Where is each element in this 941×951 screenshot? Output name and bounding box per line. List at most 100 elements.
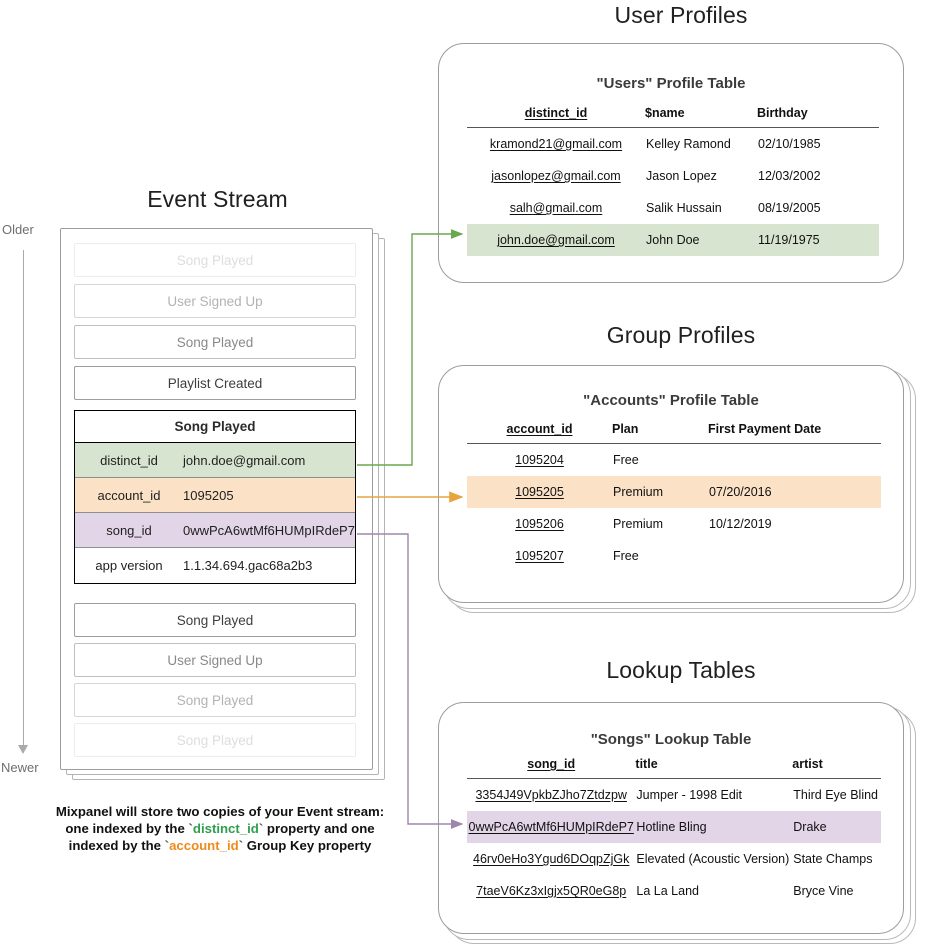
lookup-tables-title: Lookup Tables bbox=[606, 657, 756, 683]
event-item[interactable]: Song Played bbox=[74, 683, 356, 717]
table-row-highlighted[interactable]: john.doe@gmail.com John Doe 11/19/1975 bbox=[467, 224, 879, 256]
cell-name: John Doe bbox=[645, 224, 757, 256]
event-stream-card: Song Played User Signed Up Song Played P… bbox=[60, 228, 373, 770]
songs-table-card-stack: "Songs" Lookup Table song_id title artis… bbox=[438, 702, 916, 950]
axis-label-older: Older bbox=[2, 222, 34, 237]
cell-title: Jumper - 1998 Edit bbox=[636, 788, 743, 802]
event-property-row: app version 1.1.34.694.gac68a2b3 bbox=[75, 548, 355, 583]
cell-title: Hotline Bling bbox=[635, 811, 793, 843]
table-row[interactable]: salh@gmail.com Salik Hussain 08/19/2005 bbox=[467, 192, 879, 224]
event-stream-panel: Song Played User Signed Up Song Played P… bbox=[60, 228, 385, 780]
time-axis-line bbox=[23, 250, 24, 750]
cell-account-id: 1095205 bbox=[467, 476, 612, 508]
cell-distinct-id: john.doe@gmail.com bbox=[467, 224, 645, 256]
caption-line-3-b: Group Key property bbox=[243, 838, 372, 853]
cell-account-id: 1095206 bbox=[515, 517, 564, 531]
table-row-highlighted[interactable]: 0wwPcA6wtMf6HUMpIRdeP7 Hotline Bling Dra… bbox=[467, 811, 881, 843]
users-table-card-stack: "Users" Profile Table distinct_id $name … bbox=[438, 43, 908, 288]
property-value: 1.1.34.694.gac68a2b3 bbox=[183, 558, 313, 573]
event-item[interactable]: Song Played bbox=[74, 243, 356, 277]
table-row-highlighted[interactable]: 1095205 Premium 07/20/2016 bbox=[467, 476, 881, 508]
cell-birthday: 11/19/1975 bbox=[757, 224, 879, 256]
event-item[interactable]: Playlist Created bbox=[74, 366, 356, 400]
cell-song-id: 7taeV6Kz3xIgjx5QR0eG8p bbox=[476, 884, 627, 898]
cell-artist: State Champs bbox=[793, 852, 873, 866]
accounts-table-card: "Accounts" Profile Table account_id Plan… bbox=[438, 365, 904, 603]
caption-line-2: one indexed by the `distinct_id` propert… bbox=[65, 821, 375, 836]
users-table: distinct_id $name Birthday kramond21@gma… bbox=[467, 106, 879, 256]
column-header-plan: Plan bbox=[612, 422, 639, 436]
songs-table-header-row: song_id title artist bbox=[467, 757, 881, 779]
event-item[interactable]: Song Played bbox=[74, 325, 356, 359]
table-row[interactable]: 46rv0eHo3Ygud6DOqpZjGk Elevated (Acousti… bbox=[467, 843, 881, 875]
stream-caption: Mixpanel will store two copies of your E… bbox=[40, 803, 400, 854]
cell-name: Salik Hussain bbox=[646, 201, 722, 215]
cell-artist: Third Eye Blind bbox=[793, 788, 879, 802]
event-item[interactable]: Song Played bbox=[74, 603, 356, 637]
expanded-event-card[interactable]: Song Played distinct_id john.doe@gmail.c… bbox=[74, 410, 356, 584]
songs-table-title: "Songs" Lookup Table bbox=[590, 731, 752, 748]
caption-line-1: Mixpanel will store two copies of your E… bbox=[55, 804, 385, 819]
property-key: distinct_id bbox=[100, 452, 158, 468]
column-header-song-id: song_id bbox=[527, 757, 576, 771]
users-table-card: "Users" Profile Table distinct_id $name … bbox=[438, 43, 904, 283]
cell-title: Elevated (Acoustic Version) bbox=[636, 852, 790, 866]
cell-plan: Free bbox=[613, 549, 639, 563]
caption-line-2-b: property and one bbox=[263, 821, 375, 836]
cell-first-payment-date bbox=[708, 444, 881, 477]
property-value: 0wwPcA6wtMf6HUMpIRdeP7 bbox=[183, 522, 355, 538]
caption-line-3-a: indexed by the bbox=[68, 838, 165, 853]
table-row[interactable]: 1095207 Free bbox=[467, 540, 881, 572]
property-value: john.doe@gmail.com bbox=[183, 452, 306, 468]
event-stream-title: Event Stream bbox=[147, 186, 288, 212]
event-item[interactable]: Song Played bbox=[74, 723, 356, 757]
songs-table: song_id title artist 3354J49VpkbZJho7Ztd… bbox=[467, 757, 881, 907]
table-row[interactable]: 3354J49VpkbZJho7Ztdzpw Jumper - 1998 Edi… bbox=[467, 779, 881, 812]
cell-birthday: 12/03/2002 bbox=[758, 169, 821, 183]
cell-song-id: 46rv0eHo3Ygud6DOqpZjGk bbox=[473, 852, 630, 866]
table-row[interactable]: 1095206 Premium 10/12/2019 bbox=[467, 508, 881, 540]
cell-artist: Drake bbox=[792, 811, 881, 843]
cell-birthday: 08/19/2005 bbox=[758, 201, 821, 215]
cell-plan: Free bbox=[613, 453, 639, 467]
cell-first-payment-date: 07/20/2016 bbox=[708, 476, 881, 508]
cell-first-payment-date: 10/12/2019 bbox=[709, 517, 772, 531]
cell-distinct-id: salh@gmail.com bbox=[509, 201, 603, 215]
column-header-artist: artist bbox=[792, 757, 823, 771]
cell-title: La La Land bbox=[636, 884, 699, 898]
table-row[interactable]: 7taeV6Kz3xIgjx5QR0eG8p La La Land Bryce … bbox=[467, 875, 881, 907]
cell-account-id: 1095207 bbox=[515, 549, 564, 563]
event-property-row: song_id 0wwPcA6wtMf6HUMpIRdeP7 bbox=[75, 513, 355, 548]
event-item[interactable]: User Signed Up bbox=[74, 284, 356, 318]
table-row[interactable]: 1095204 Free bbox=[467, 444, 881, 477]
users-table-header-row: distinct_id $name Birthday bbox=[467, 106, 879, 128]
column-header-title: title bbox=[635, 757, 658, 771]
cell-song-id: 0wwPcA6wtMf6HUMpIRdeP7 bbox=[467, 811, 636, 843]
accounts-table-header-row: account_id Plan First Payment Date bbox=[467, 422, 881, 444]
caption-token-account-id: account_id bbox=[169, 838, 239, 853]
expanded-event-name: Song Played bbox=[75, 411, 355, 443]
accounts-table-card-stack: "Accounts" Profile Table account_id Plan… bbox=[438, 365, 916, 615]
axis-label-newer: Newer bbox=[1, 760, 39, 775]
cell-distinct-id: kramond21@gmail.com bbox=[489, 137, 623, 151]
table-row[interactable]: jasonlopez@gmail.com Jason Lopez 12/03/2… bbox=[467, 160, 879, 192]
accounts-table-title: "Accounts" Profile Table bbox=[583, 392, 759, 409]
cell-first-payment-date bbox=[708, 540, 881, 572]
table-row[interactable]: kramond21@gmail.com Kelley Ramond 02/10/… bbox=[467, 128, 879, 161]
event-item[interactable]: User Signed Up bbox=[74, 643, 356, 677]
songs-table-card: "Songs" Lookup Table song_id title artis… bbox=[438, 702, 904, 934]
property-key: app version bbox=[95, 558, 163, 573]
column-header-distinct-id: distinct_id bbox=[524, 106, 588, 120]
cell-distinct-id: jasonlopez@gmail.com bbox=[491, 169, 621, 183]
cell-name: Kelley Ramond bbox=[646, 137, 731, 151]
caption-token-distinct-id: distinct_id bbox=[192, 821, 259, 836]
cell-name: Jason Lopez bbox=[646, 169, 717, 183]
column-header-name: $name bbox=[645, 106, 685, 120]
users-table-title: "Users" Profile Table bbox=[596, 75, 746, 92]
event-property-row: account_id 1095205 bbox=[75, 478, 355, 513]
accounts-table: account_id Plan First Payment Date 10952… bbox=[467, 422, 881, 572]
column-header-birthday: Birthday bbox=[757, 106, 808, 120]
caption-line-2-a: one indexed by the bbox=[65, 821, 189, 836]
cell-artist: Bryce Vine bbox=[793, 884, 854, 898]
property-value: 1095205 bbox=[183, 487, 234, 503]
